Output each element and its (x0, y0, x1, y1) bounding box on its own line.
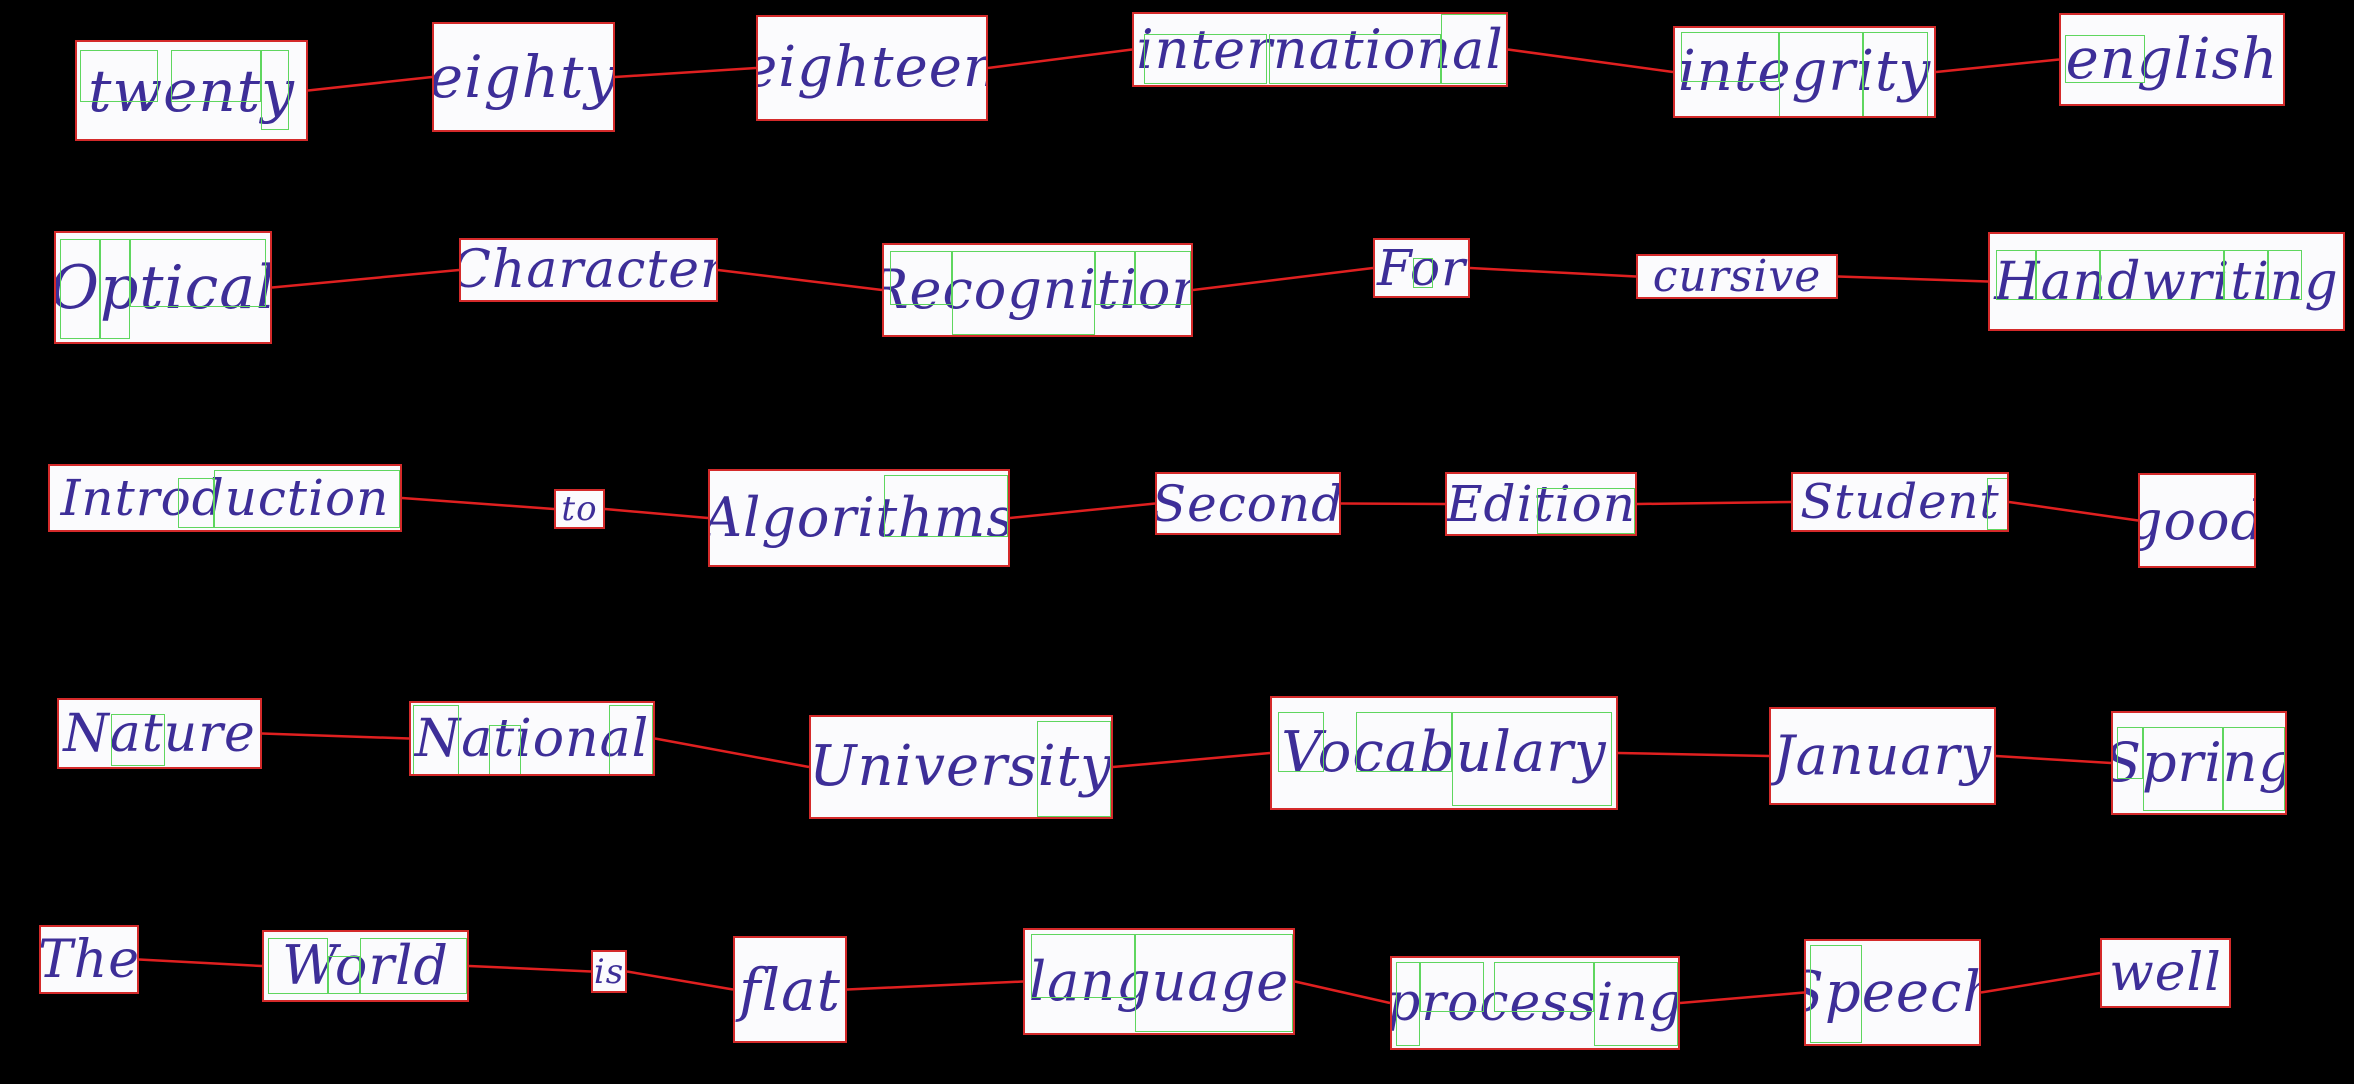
word-box-eighteen: eighteen (756, 15, 988, 121)
word-link-line (614, 66, 757, 79)
word-text: processing (1390, 973, 1680, 1033)
word-text: cursive (1652, 254, 1822, 299)
word-box-language: language (1023, 928, 1295, 1035)
word-text: to (561, 489, 598, 529)
word-link-line (1617, 751, 1770, 758)
word-box-algorithms: Algorithms (708, 469, 1010, 567)
word-text: is (593, 951, 625, 992)
word-box-student: Student (1791, 472, 2009, 532)
word-link-line (1469, 266, 1637, 278)
word-box-twenty: twenty (75, 40, 308, 141)
word-box-introduction: Introduction (48, 464, 402, 532)
word-box-eighty: eighty (432, 22, 615, 132)
word-link-line (717, 268, 883, 292)
word-text: language (1028, 949, 1290, 1013)
word-box-world: World (262, 930, 469, 1002)
word-text: Spring (2111, 731, 2287, 794)
word-box-cursive: cursive (1636, 254, 1838, 299)
word-link-line (1636, 500, 1792, 506)
word-text: For (1377, 239, 1466, 297)
word-text: January (1773, 724, 1992, 787)
word-box-edition: Edition (1445, 472, 1637, 536)
word-box-spring: Spring (2111, 711, 2287, 815)
word-box-university: University (809, 715, 1113, 819)
word-link-line (1679, 991, 1805, 1005)
word-box-character: Character (459, 238, 718, 302)
word-text: Speech (1806, 959, 1979, 1025)
word-text: Second (1155, 474, 1341, 533)
word-link-line (1995, 754, 2112, 765)
word-link-line (401, 496, 555, 511)
word-box-recognition: Recognition (882, 243, 1193, 337)
word-box-processing: processing (1390, 956, 1680, 1050)
word-link-line (626, 970, 734, 991)
word-box-international: international (1132, 12, 1508, 87)
word-box-to: to (554, 489, 605, 529)
word-box-flat: flat (733, 936, 847, 1043)
word-link-line (1009, 502, 1156, 520)
word-box-national: National (409, 701, 655, 776)
word-text: Edition (1446, 475, 1636, 533)
word-text: Introduction (60, 469, 390, 527)
word-box-well: well (2100, 938, 2231, 1008)
word-text: Handwriting (1994, 251, 2339, 312)
word-box-optical: Optical (54, 231, 272, 344)
word-text: good (2140, 488, 2254, 552)
word-text: eighty (432, 43, 615, 111)
word-box-good: good (2138, 473, 2256, 568)
word-text: Algorithms (708, 486, 1010, 549)
word-link-line (2008, 500, 2139, 522)
word-text: Recognition (882, 258, 1193, 321)
word-text: University (809, 734, 1113, 799)
word-text: twenty (88, 56, 295, 125)
word-link-line (1192, 266, 1374, 292)
word-text: flat (739, 955, 841, 1024)
word-box-speech: Speech (1804, 939, 1981, 1046)
word-text: National (414, 708, 650, 769)
word-link-line (468, 964, 592, 973)
word-text: Vocabulary (1281, 720, 1607, 785)
word-link-line (1340, 502, 1446, 506)
word-text: eighteen (756, 35, 988, 100)
word-link-line (1980, 971, 2101, 994)
word-link-line (307, 75, 433, 92)
word-text: english (2065, 26, 2279, 92)
word-text: Student (1800, 474, 2000, 530)
word-box-january: January (1769, 707, 1996, 805)
word-box-english: english (2059, 13, 2285, 106)
word-text: World (282, 934, 449, 997)
word-box-second: Second (1155, 472, 1341, 535)
word-link-line (1294, 980, 1391, 1005)
word-link-line (261, 732, 410, 740)
word-link-line (846, 980, 1024, 991)
word-text: Nature (63, 703, 256, 764)
word-link-line (604, 507, 709, 520)
word-box-is: is (591, 950, 627, 993)
word-text: integrity (1677, 39, 1932, 104)
word-text: Optical (54, 252, 272, 323)
word-link-line (1507, 48, 1674, 74)
word-link-line (1112, 751, 1271, 769)
word-box-for: For (1373, 238, 1470, 298)
word-link-line (138, 958, 263, 968)
word-box-vocabulary: Vocabulary (1270, 696, 1618, 810)
word-link-line (1837, 275, 1989, 283)
word-text: The (39, 929, 139, 990)
word-box-handwriting: Handwriting (1988, 232, 2345, 331)
word-text: Character (459, 240, 718, 300)
word-link-line (1935, 58, 2060, 74)
word-text: international (1136, 17, 1504, 81)
word-text: well (2109, 943, 2222, 1003)
word-box-nature: Nature (57, 698, 262, 769)
word-link-line (987, 48, 1133, 70)
word-box-integrity: integrity (1673, 26, 1936, 118)
word-link-line (654, 737, 810, 769)
word-link-line (271, 268, 460, 289)
word-box-the: The (39, 925, 139, 994)
